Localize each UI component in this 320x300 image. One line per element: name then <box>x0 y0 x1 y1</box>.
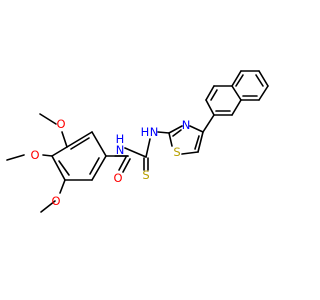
bond-naph-a-inner-1 <box>210 89 218 101</box>
bond-thz-inner-2 <box>194 135 200 150</box>
oxygen-carbonyl: O <box>113 171 122 185</box>
oxygen-bot: O <box>51 194 60 208</box>
bond-naph-a1 <box>205 99 215 116</box>
hydrogen-amide: H <box>116 132 125 146</box>
atom-label-layer: O O O O N H N H S N S <box>30 117 190 208</box>
hydrogen-amine: H <box>141 125 150 139</box>
bond-naph-a5 <box>231 99 242 116</box>
bond-namine-thiazole <box>157 131 170 134</box>
bond-thz-c <box>197 131 204 153</box>
bond-thz-naph <box>202 114 215 133</box>
bond-ring-inner-2 <box>89 157 100 175</box>
bond-thz-d <box>181 151 199 155</box>
bond-ring-b <box>51 155 66 181</box>
bond-thz-b <box>189 125 204 133</box>
bond-co-1 <box>118 156 127 171</box>
bond-ring-f <box>66 131 93 148</box>
molecule-structure-diagram: O O O O N H N H S N S <box>6 70 269 213</box>
oxygen-top: O <box>56 117 65 131</box>
bond-ring-e <box>91 131 107 157</box>
bond-layer <box>6 70 269 213</box>
bond-methyl-top <box>39 113 57 125</box>
nitrogen-amine: N <box>150 125 159 139</box>
bond-naph-b3 <box>258 70 269 87</box>
bond-naph-a4 <box>231 85 242 101</box>
bond-obot-ring <box>59 179 66 194</box>
bond-omid-ring <box>42 154 53 157</box>
bond-thz-e <box>168 132 173 147</box>
bond-naph-b2 <box>258 85 269 101</box>
bond-namide-cthio <box>124 147 147 158</box>
bond-naph-a2 <box>205 85 215 101</box>
bond-ring-d <box>91 155 107 181</box>
oxygen-mid: O <box>30 148 39 162</box>
bond-thz-inner-1 <box>172 129 182 137</box>
nitrogen-thiazole: N <box>182 118 191 132</box>
bond-ring-inner-3 <box>70 137 90 150</box>
bond-co-2 <box>122 158 131 173</box>
sulfur-thiazole: S <box>173 145 180 159</box>
nitrogen-amide: N <box>116 143 125 157</box>
bond-methyl-mid <box>6 154 25 161</box>
bond-naph-b-inner-3 <box>235 74 244 87</box>
bond-otop-ring <box>61 131 68 148</box>
bond-thz-a <box>168 125 183 134</box>
bond-naph-b5 <box>231 70 242 87</box>
bond-methyl-bot <box>40 200 56 213</box>
bond-ring-a <box>51 146 68 157</box>
sulfur-thione: S <box>142 168 149 182</box>
bond-ring-inner-1 <box>58 160 70 176</box>
bond-cthio-namine <box>145 138 151 158</box>
bond-naph-b-inner-2 <box>255 74 264 87</box>
